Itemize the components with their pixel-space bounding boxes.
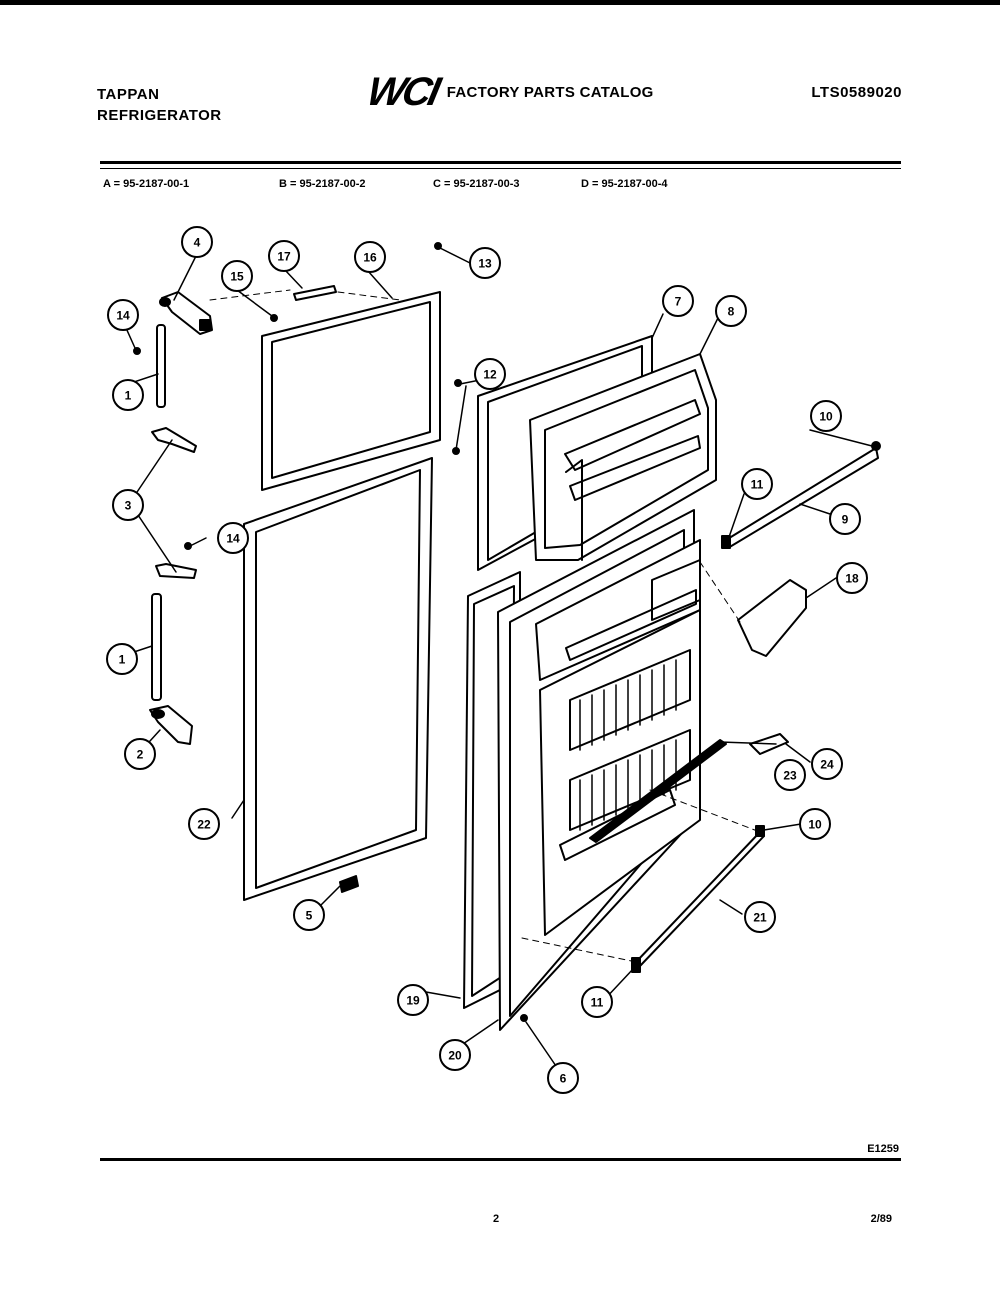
part-5 <box>339 875 359 893</box>
variant-list: A = 95-2187-00-1 B = 95-2187-00-2 C = 95… <box>103 178 668 190</box>
callout-10-lower: 10 <box>799 808 831 840</box>
svg-text:1: 1 <box>125 389 132 403</box>
callout-7: 7 <box>662 285 694 317</box>
svg-text:17: 17 <box>277 250 291 264</box>
svg-text:9: 9 <box>842 513 849 527</box>
page-number: 2 <box>493 1213 500 1225</box>
catalog-header: WCI FACTORY PARTS CATALOG <box>363 70 654 114</box>
part-6 <box>520 1014 528 1022</box>
svg-text:13: 13 <box>478 257 492 271</box>
callout-2: 2 <box>124 738 156 770</box>
svg-text:23: 23 <box>783 769 797 783</box>
brand-name: TAPPAN <box>97 86 160 103</box>
part-food-liner <box>497 509 701 1031</box>
header-rule <box>100 161 901 164</box>
catalog-date: 2/89 <box>870 1213 892 1225</box>
callout-24: 24 <box>811 748 843 780</box>
product-type: REFRIGERATOR <box>97 107 222 124</box>
svg-text:20: 20 <box>448 1049 462 1063</box>
svg-text:14: 14 <box>226 532 240 546</box>
exploded-guides <box>209 289 761 963</box>
callout-17: 17 <box>268 240 300 272</box>
svg-text:10: 10 <box>808 818 822 832</box>
top-border <box>0 0 1000 5</box>
svg-text:16: 16 <box>363 251 377 265</box>
svg-text:22: 22 <box>197 818 211 832</box>
svg-text:18: 18 <box>845 572 859 586</box>
svg-text:7: 7 <box>675 295 682 309</box>
callout-9: 9 <box>829 503 861 535</box>
callout-16: 16 <box>354 241 386 273</box>
part-lower-hinge <box>149 705 193 745</box>
svg-text:19: 19 <box>406 994 420 1008</box>
callout-20: 20 <box>439 1039 471 1071</box>
callout-23: 23 <box>774 759 806 791</box>
brand-block: TAPPAN REFRIGERATOR <box>97 84 222 126</box>
footer-rule <box>100 1158 901 1161</box>
svg-text:2: 2 <box>137 748 144 762</box>
callout-1-upper: 1 <box>112 379 144 411</box>
part-upper-hinge-pin <box>156 324 166 408</box>
callout-3: 3 <box>112 489 144 521</box>
part-lower-hinge-pin <box>151 593 162 701</box>
callout-14-upper: 14 <box>107 299 139 331</box>
part-23 <box>589 739 727 843</box>
callout-15: 15 <box>221 260 253 292</box>
svg-text:21: 21 <box>753 911 767 925</box>
callout-14-lower: 14 <box>217 522 249 554</box>
svg-text:1: 1 <box>119 653 126 667</box>
callout-18: 18 <box>836 562 868 594</box>
model-number: LTS0589020 <box>811 84 902 101</box>
callout-11-lower: 11 <box>581 986 613 1018</box>
drawing-code: E1259 <box>867 1143 899 1155</box>
svg-text:4: 4 <box>194 236 201 250</box>
header-rule-thin <box>100 168 901 169</box>
callout-1-lower: 1 <box>106 643 138 675</box>
variant-d: D = 95-2187-00-4 <box>581 178 668 190</box>
svg-text:15: 15 <box>230 270 244 284</box>
callout-19: 19 <box>397 984 429 1016</box>
part-lower-rail <box>631 825 765 973</box>
callout-5: 5 <box>293 899 325 931</box>
svg-text:11: 11 <box>591 996 604 1010</box>
svg-text:10: 10 <box>819 410 833 424</box>
svg-text:6: 6 <box>560 1072 567 1086</box>
part-food-gasket <box>243 457 433 901</box>
svg-text:3: 3 <box>125 499 132 513</box>
callout-11-upper: 11 <box>741 468 773 500</box>
svg-text:14: 14 <box>116 309 130 323</box>
part-18 <box>737 579 807 657</box>
svg-text:8: 8 <box>728 305 735 319</box>
catalog-title: FACTORY PARTS CATALOG <box>446 83 654 101</box>
callout-6: 6 <box>547 1062 579 1094</box>
variant-c: C = 95-2187-00-3 <box>433 178 520 190</box>
svg-text:24: 24 <box>820 758 834 772</box>
callout-8: 8 <box>715 295 747 327</box>
svg-text:12: 12 <box>483 368 497 382</box>
part-17 <box>293 285 337 301</box>
part-upper-hinge <box>159 291 213 335</box>
callout-13: 13 <box>469 247 501 279</box>
callout-22: 22 <box>188 808 220 840</box>
callout-12: 12 <box>474 358 506 390</box>
callout-4: 4 <box>181 226 213 258</box>
callout-10-upper: 10 <box>810 400 842 432</box>
callout-bubbles: 4 15 17 16 13 14 1 12 7 8 10 11 9 3 14 1… <box>106 226 868 1094</box>
part-middle-hinge <box>151 427 197 579</box>
part-freezer-gasket <box>261 291 441 491</box>
callout-21: 21 <box>744 901 776 933</box>
svg-text:11: 11 <box>751 478 764 492</box>
variant-b: B = 95-2187-00-2 <box>279 178 366 190</box>
svg-text:5: 5 <box>306 909 313 923</box>
variant-a: A = 95-2187-00-1 <box>103 178 190 190</box>
